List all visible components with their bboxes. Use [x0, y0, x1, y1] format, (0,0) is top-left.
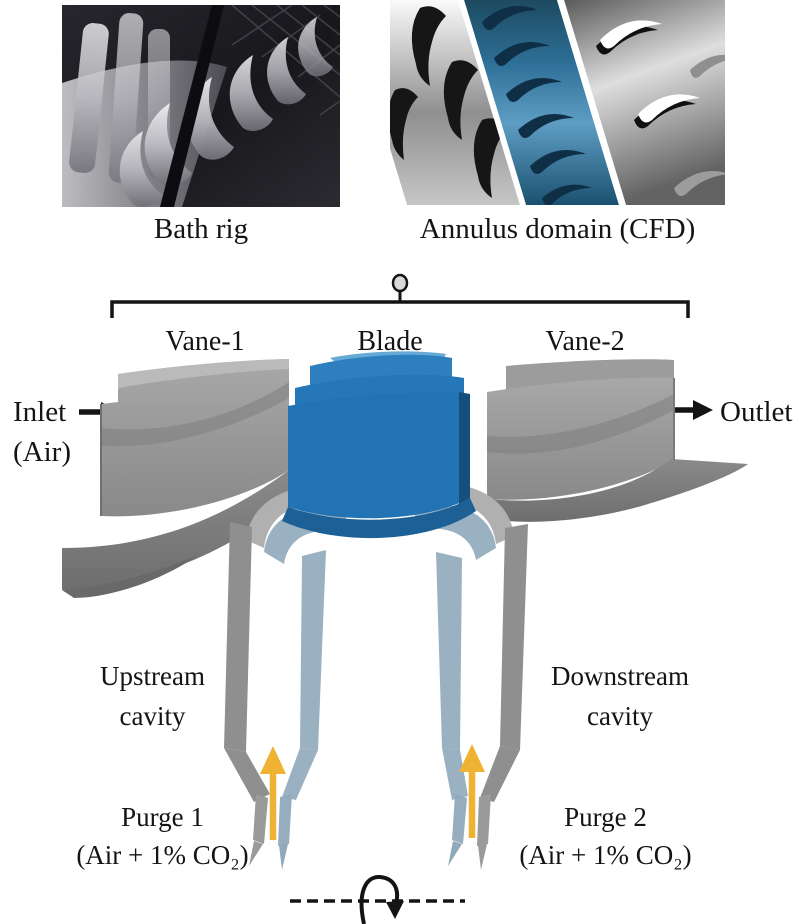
downstream-rim-seal — [415, 483, 514, 560]
vane2-3d — [487, 359, 748, 522]
downstream-cavity-line1: Downstream — [551, 661, 689, 691]
vane2-label: Vane-2 — [545, 326, 625, 357]
purge2-label: Purge 2 — [564, 802, 647, 832]
upstream-rim-seal — [246, 485, 346, 564]
pivot-circle-icon — [391, 273, 409, 293]
bath-rig-caption: Bath rig — [153, 213, 249, 245]
outlet-label: Outlet — [720, 396, 793, 428]
outlet-arrow-icon — [671, 400, 713, 420]
annulus-domain-image — [390, 0, 725, 205]
purge1-label: Purge 1 — [121, 802, 204, 832]
blade-label: Blade — [357, 326, 423, 357]
purge1-label-block: Purge 1 (Air + 1% CO₂) — [35, 798, 290, 874]
downstream-cavity-line2: cavity — [587, 701, 653, 731]
annulus-domain-art — [390, 0, 725, 205]
vane1-3d — [62, 359, 289, 598]
rotation-arrow-icon — [359, 875, 400, 924]
vane1-label: Vane-1 — [165, 326, 245, 357]
upstream-cavity-label: Upstream cavity — [70, 656, 235, 736]
upstream-cavity-line1: Upstream — [100, 661, 205, 691]
inlet-label: Inlet — [13, 396, 67, 428]
bath-rig-photo-art — [62, 5, 340, 207]
annulus-domain-caption: Annulus domain (CFD) — [419, 213, 696, 245]
upstream-cavity-line2: cavity — [119, 701, 186, 731]
blade-3d — [282, 351, 476, 539]
inlet-arrow-icon — [79, 402, 121, 422]
purge2-gas-label: (Air + 1% CO₂) — [519, 840, 692, 870]
downstream-cavity-label: Downstream cavity — [535, 656, 705, 736]
purge2-label-block: Purge 2 (Air + 1% CO₂) — [478, 798, 733, 874]
purge1-gas-label: (Air + 1% CO₂) — [76, 840, 249, 870]
bracket — [110, 273, 690, 318]
rotation-axis — [290, 875, 465, 924]
bath-rig-photo — [62, 5, 340, 207]
inlet-fluid-label: (Air) — [13, 436, 71, 468]
